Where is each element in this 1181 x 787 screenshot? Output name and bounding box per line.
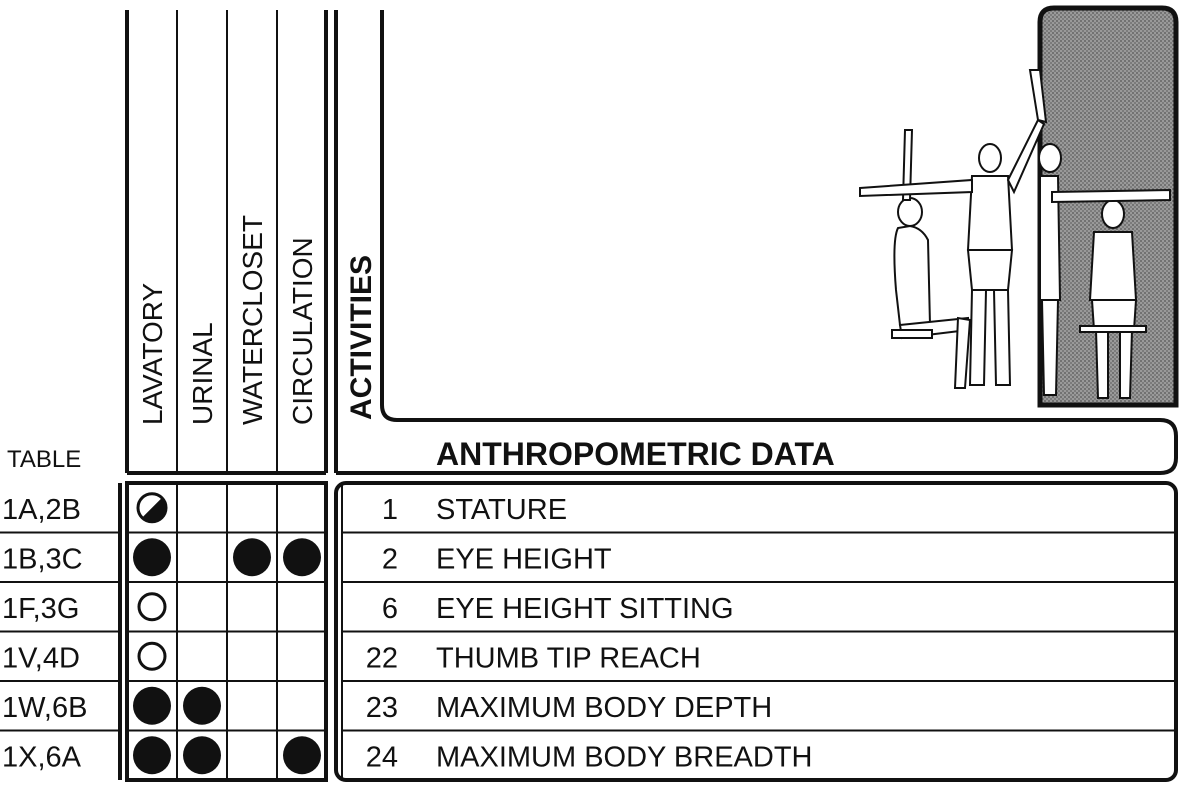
half-filled-wedge [142, 497, 167, 522]
measure-name: EYE HEIGHT [436, 543, 612, 575]
measure-name: EYE HEIGHT SITTING [436, 593, 734, 625]
table-row: 1B,3C 2 EYE HEIGHT [2, 538, 612, 577]
table-row: 1F,3G 6 EYE HEIGHT SITTING [2, 592, 734, 625]
human-figures-illustration [859, 69, 1171, 399]
filled-dot-marker [233, 538, 271, 577]
table-row: 1V,4D 22 THUMB TIP REACH [2, 641, 701, 674]
table-rows: 1A,2B 1 STATURE 1B,3C 2 EYE HEIGHT 1F,3G 6 EYE H… [2, 492, 813, 775]
table-label: TABLE [7, 446, 81, 473]
measure-name: MAXIMUM BODY DEPTH [436, 692, 772, 724]
table-row: 1W,6B 23 MAXIMUM BODY DEPTH [2, 686, 772, 725]
activities-label: ACTIVITIES [345, 255, 378, 420]
row-separators [0, 531, 1176, 732]
filled-dot-marker [283, 538, 321, 577]
measure-number: 2 [382, 543, 398, 575]
column-header-lavatory: LAVATORY [137, 283, 168, 425]
measure-number: 23 [366, 692, 398, 724]
filled-dot-marker [283, 736, 321, 775]
filled-dot-marker [133, 736, 171, 775]
column-headers: LAVATORY URINAL WATERCLOSET CIRCULATION [137, 215, 318, 425]
measure-name: STATURE [436, 494, 567, 526]
table-ref: 1W,6B [2, 692, 87, 724]
measure-name: THUMB TIP REACH [436, 642, 701, 674]
table-ref: 1V,4D [2, 642, 80, 674]
filled-dot-marker [183, 736, 221, 775]
table-row: 1A,2B 1 STATURE [2, 492, 567, 526]
measure-number: 1 [382, 494, 398, 526]
filled-dot-marker [133, 686, 171, 725]
column-header-watercloset: WATERCLOSET [237, 215, 268, 425]
measure-number: 22 [366, 642, 398, 674]
open-circle-marker [137, 592, 167, 622]
filled-dot-marker [133, 538, 171, 577]
filled-dot-marker [183, 686, 221, 725]
measure-number: 24 [366, 741, 398, 773]
column-header-urinal: URINAL [187, 322, 218, 425]
section-title: ANTHROPOMETRIC DATA [436, 436, 835, 472]
table-row: 1X,6A 24 MAXIMUM BODY BREADTH [2, 736, 813, 775]
column-header-circulation: CIRCULATION [287, 237, 318, 425]
table-ref: 1F,3G [2, 593, 79, 625]
table-ref: 1X,6A [2, 741, 82, 773]
measure-name: MAXIMUM BODY BREADTH [436, 741, 813, 773]
table-ref: 1B,3C [2, 543, 83, 575]
table-ref: 1A,2B [2, 494, 81, 526]
measure-number: 6 [382, 593, 398, 625]
open-circle-marker [137, 641, 167, 671]
